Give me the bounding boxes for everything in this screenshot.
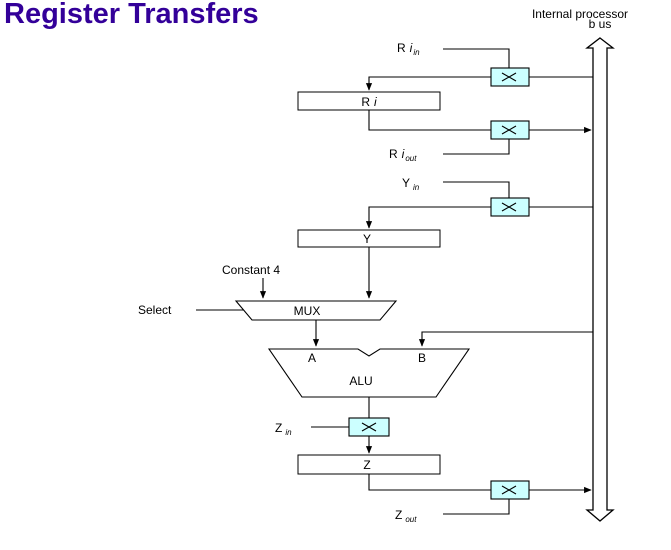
z-out-gate — [490, 480, 530, 500]
y-gate-to-y-wire — [365, 206, 491, 229]
ri-out-control-wire — [443, 139, 510, 155]
y-in-gate — [490, 197, 530, 217]
z-in-gate — [348, 417, 390, 437]
z-out-wire — [368, 474, 491, 491]
register-y-label: Y — [363, 232, 371, 246]
alu-input-a-label: A — [308, 351, 316, 365]
ri-out-wire — [368, 110, 491, 131]
register-z-label: Z — [363, 458, 370, 472]
page-title: Register Transfers — [4, 0, 259, 30]
ri-in-gate — [490, 67, 530, 87]
alu — [267, 348, 471, 398]
constant-4-label: Constant 4 — [222, 263, 280, 277]
select-label: Select — [138, 303, 172, 317]
alu-label: ALU — [349, 374, 372, 388]
mux — [234, 300, 398, 321]
mux-label: MUX — [294, 304, 321, 318]
bus-to-alu-b-wire — [418, 331, 593, 347]
bus-label-line2: b us — [589, 17, 612, 31]
internal-bus — [585, 37, 615, 522]
bus-label: Internal processor — [532, 7, 628, 21]
ri-in-control-wire — [443, 48, 510, 68]
ri-gate-to-ri-wire — [365, 76, 491, 91]
y-in-control-wire — [443, 181, 510, 198]
z-out-control-wire — [443, 499, 510, 515]
alu-input-b-label: B — [418, 351, 426, 365]
ri-out-gate — [490, 120, 530, 140]
